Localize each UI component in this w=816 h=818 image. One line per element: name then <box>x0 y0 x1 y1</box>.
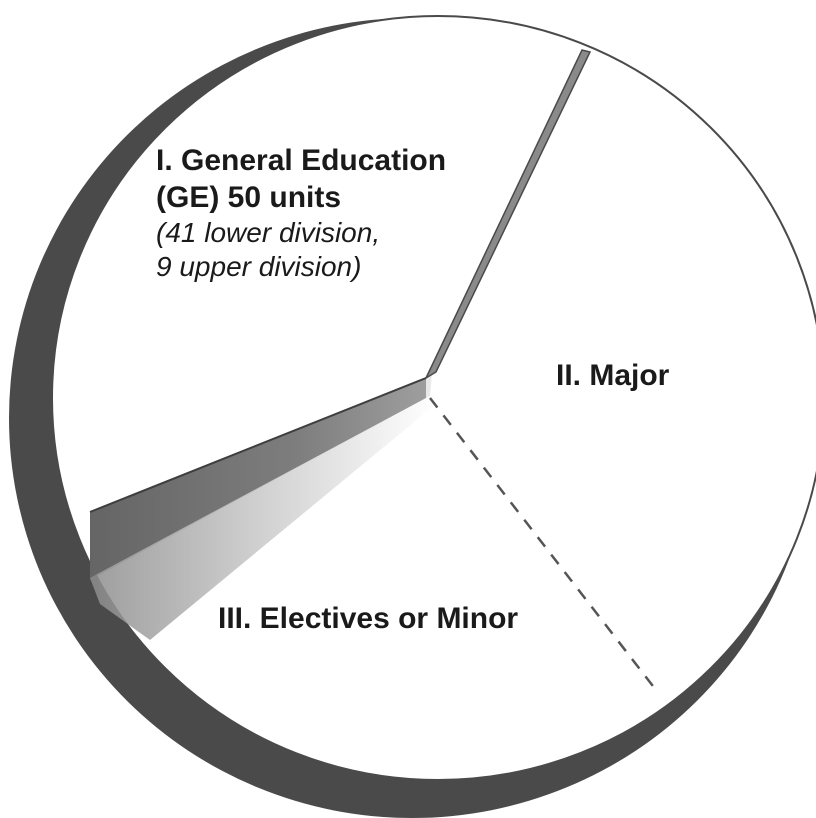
ge-wedge-shadow <box>90 396 436 640</box>
ge-detail-upper: 9 upper division) <box>156 251 362 283</box>
pie-face <box>51 15 816 781</box>
major-label: II. Major <box>556 359 670 392</box>
ge-title: I. General Education <box>156 144 447 177</box>
ge-units: (GE) 50 units <box>156 180 342 214</box>
ge-detail-lower: (41 lower division, <box>156 217 381 249</box>
divider-ge-major <box>424 49 592 380</box>
electives-label: III. Electives or Minor <box>218 602 519 635</box>
divider-major-electives <box>429 397 657 691</box>
divider-ge-electives-edge <box>89 377 427 513</box>
ge-wedge-highlight <box>90 372 432 580</box>
ge-label: I. General Education (GE) 50 units (41 l… <box>156 143 446 285</box>
